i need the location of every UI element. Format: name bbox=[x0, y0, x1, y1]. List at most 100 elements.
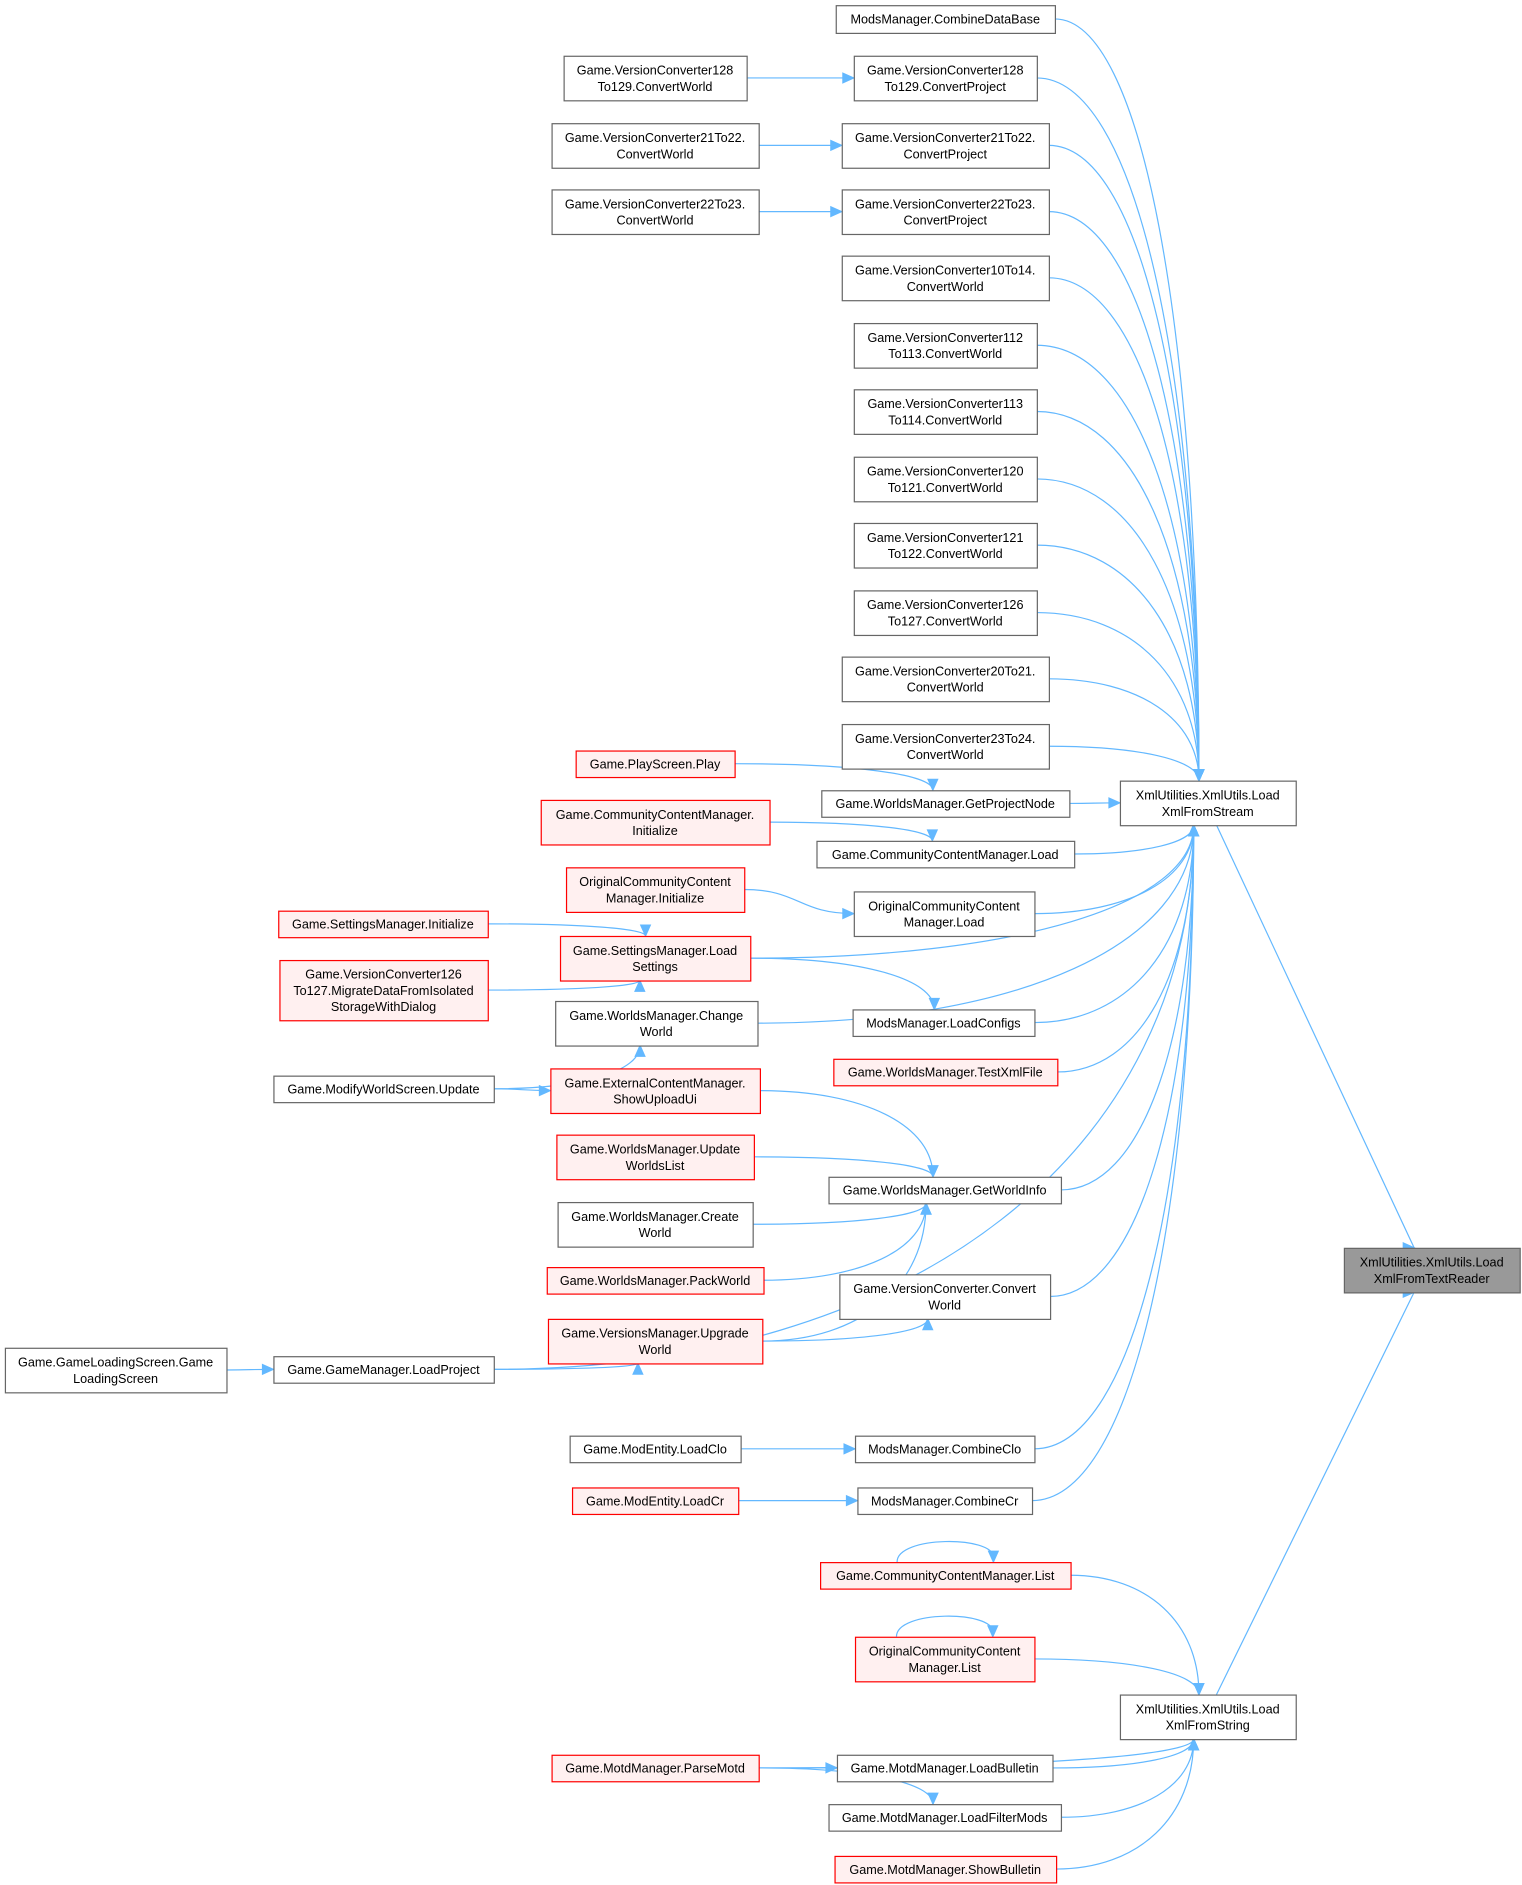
node-label: XmlFromStream bbox=[1162, 805, 1254, 819]
node-label: Game.VersionConverter126 bbox=[305, 968, 462, 982]
node-label: World bbox=[639, 1226, 672, 1240]
node-label: ConvertWorld bbox=[907, 748, 984, 762]
graph-node-n10[interactable]: Game.VersionConverter120To121.ConvertWor… bbox=[853, 456, 1038, 503]
node-box bbox=[853, 590, 1038, 637]
graph-node-n39[interactable]: Game.ModEntity.LoadCr bbox=[571, 1487, 740, 1516]
node-box bbox=[546, 1267, 765, 1295]
graph-node-n40[interactable]: ModsManager.CombineCr bbox=[857, 1487, 1034, 1516]
graph-node-n37[interactable]: Game.ModEntity.LoadClo bbox=[569, 1435, 742, 1464]
graph-node-n8[interactable]: Game.VersionConverter112To113.ConvertWor… bbox=[853, 322, 1038, 369]
graph-node-n32[interactable]: Game.WorldsManager.PackWorld bbox=[546, 1267, 765, 1295]
node-box bbox=[853, 322, 1038, 369]
graph-node-n38[interactable]: ModsManager.CombineClo bbox=[854, 1435, 1036, 1464]
graph-node-n18[interactable]: Game.CommunityContentManager.Load bbox=[816, 840, 1076, 869]
graph-node-n5[interactable]: Game.VersionConverter22To23.ConvertWorld bbox=[551, 189, 760, 236]
node-box bbox=[834, 1855, 1058, 1884]
graph-node-n43[interactable]: Game.MotdManager.ParseMotd bbox=[551, 1754, 760, 1783]
edge-n18-to-n48 bbox=[1074, 825, 1195, 855]
node-label: Game.VersionConverter23To24. bbox=[855, 732, 1035, 746]
graph-node-n15[interactable]: Game.PlayScreen.Play bbox=[575, 750, 736, 779]
node-label: Game.MotdManager.ShowBulletin bbox=[849, 1863, 1041, 1877]
arrowhead-icon bbox=[1187, 823, 1200, 837]
graph-node-n3[interactable]: Game.VersionConverter21To22.ConvertWorld bbox=[551, 123, 760, 169]
graph-node-n35[interactable]: Game.GameLoadingScreen.GameLoadingScreen bbox=[4, 1347, 228, 1394]
node-label: Game.VersionConverter21To22. bbox=[855, 131, 1035, 145]
graph-node-n6[interactable]: Game.VersionConverter22To23.ConvertProje… bbox=[841, 189, 1050, 236]
edge-n23-to-n22 bbox=[487, 979, 641, 991]
graph-node-n0[interactable]: ModsManager.CombineDataBase bbox=[835, 5, 1057, 34]
graph-node-n36[interactable]: Game.GameManager.LoadProject bbox=[273, 1356, 495, 1384]
graph-node-n12[interactable]: Game.VersionConverter126To127.ConvertWor… bbox=[853, 590, 1038, 637]
graph-node-n30[interactable]: Game.WorldsManager.GetWorldInfo bbox=[828, 1176, 1063, 1205]
edge-n29-to-n30 bbox=[753, 1156, 934, 1177]
graph-node-n49[interactable]: XmlUtilities.XmlUtils.LoadXmlFromTextRea… bbox=[1343, 1247, 1521, 1294]
graph-node-n11[interactable]: Game.VersionConverter121To122.ConvertWor… bbox=[853, 522, 1038, 569]
graph-node-n44[interactable]: Game.MotdManager.LoadBulletin bbox=[836, 1754, 1054, 1783]
edge-n9-to-n48 bbox=[1036, 410, 1200, 781]
arrowhead-icon bbox=[1187, 1737, 1200, 1751]
node-label: XmlUtilities.XmlUtils.Load bbox=[1360, 1256, 1504, 1270]
graph-node-n17[interactable]: Game.CommunityContentManager.Initialize bbox=[540, 799, 771, 846]
edge-n48-to-n49 bbox=[1215, 824, 1415, 1248]
node-label: Game.SettingsManager.Load bbox=[573, 944, 737, 958]
graph-node-n13[interactable]: Game.VersionConverter20To21.ConvertWorld bbox=[841, 656, 1050, 703]
arrowhead-icon bbox=[1193, 769, 1205, 783]
graph-node-n9[interactable]: Game.VersionConverter113To114.ConvertWor… bbox=[853, 389, 1038, 435]
node-box bbox=[821, 790, 1071, 818]
graph-node-n26[interactable]: Game.WorldsManager.TestXmlFile bbox=[833, 1058, 1059, 1087]
graph-node-n33[interactable]: Game.VersionConverter.ConvertWorld bbox=[839, 1274, 1052, 1320]
node-label: Game.VersionConverter112 bbox=[867, 331, 1023, 345]
graph-node-n27[interactable]: Game.ModifyWorldScreen.Update bbox=[273, 1075, 495, 1104]
node-label: Manager.Initialize bbox=[606, 891, 704, 905]
arrowhead-icon bbox=[987, 1625, 999, 1639]
node-box bbox=[571, 1487, 740, 1516]
node-label: World bbox=[640, 1025, 673, 1039]
edge-n44-to-n47 bbox=[1052, 1738, 1195, 1769]
graph-node-n28[interactable]: Game.ExternalContentManager.ShowUploadUi bbox=[550, 1068, 761, 1115]
graph-node-n7[interactable]: Game.VersionConverter10To14.ConvertWorld bbox=[841, 255, 1050, 302]
edge-n15-to-n16 bbox=[734, 763, 934, 791]
node-label: XmlUtilities.XmlUtils.Load bbox=[1136, 789, 1280, 803]
node-label: Game.VersionConverter22To23. bbox=[855, 197, 1035, 211]
graph-node-n4[interactable]: Game.VersionConverter21To22.ConvertProje… bbox=[841, 123, 1050, 169]
arrowhead-icon bbox=[926, 829, 939, 843]
node-label: Settings bbox=[632, 960, 678, 974]
graph-node-n41[interactable]: Game.CommunityContentManager.List bbox=[820, 1562, 1072, 1590]
graph-node-n21[interactable]: Game.SettingsManager.Initialize bbox=[278, 910, 489, 939]
graph-node-n19[interactable]: OriginalCommunityContentManager.Initiali… bbox=[565, 867, 746, 913]
node-label: Manager.List bbox=[908, 1661, 981, 1675]
node-label: Game.GameManager.LoadProject bbox=[287, 1363, 480, 1377]
node-label: LoadingScreen bbox=[73, 1372, 158, 1386]
edge-n17-to-n18 bbox=[769, 821, 933, 841]
graph-node-n16[interactable]: Game.WorldsManager.GetProjectNode bbox=[821, 790, 1071, 818]
graph-node-n14[interactable]: Game.VersionConverter23To24. ConvertWorld bbox=[841, 723, 1050, 770]
graph-node-n25[interactable]: ModsManager.LoadConfigs bbox=[852, 1009, 1036, 1038]
node-box bbox=[551, 1754, 760, 1783]
graph-node-n45[interactable]: Game.MotdManager.LoadFilterMods bbox=[828, 1804, 1063, 1832]
node-label: To129.ConvertProject bbox=[885, 80, 1007, 94]
node-label: Game.VersionConverter22To23. bbox=[565, 197, 745, 211]
edge-n40-to-n48 bbox=[1031, 825, 1195, 1502]
graph-node-n23[interactable]: Game.VersionConverter126To127.MigrateDat… bbox=[279, 959, 489, 1022]
edge-n41-to-n47 bbox=[1070, 1574, 1200, 1695]
edge-n22-to-n48 bbox=[750, 825, 1195, 959]
node-label: StorageWithDialog bbox=[331, 1000, 436, 1014]
node-box bbox=[835, 5, 1057, 34]
edge-n42-to-n42 bbox=[895, 1615, 994, 1637]
graph-node-n1[interactable]: Game.VersionConverter128To129.ConvertWor… bbox=[563, 55, 748, 102]
node-label: ModsManager.CombineCr bbox=[871, 1494, 1018, 1508]
graph-node-n2[interactable]: Game.VersionConverter128To129.ConvertPro… bbox=[853, 55, 1038, 102]
graph-node-n46[interactable]: Game.MotdManager.ShowBulletin bbox=[834, 1855, 1058, 1884]
node-label: XmlFromString bbox=[1166, 1719, 1250, 1733]
node-box bbox=[569, 1435, 742, 1464]
node-box bbox=[565, 867, 746, 913]
